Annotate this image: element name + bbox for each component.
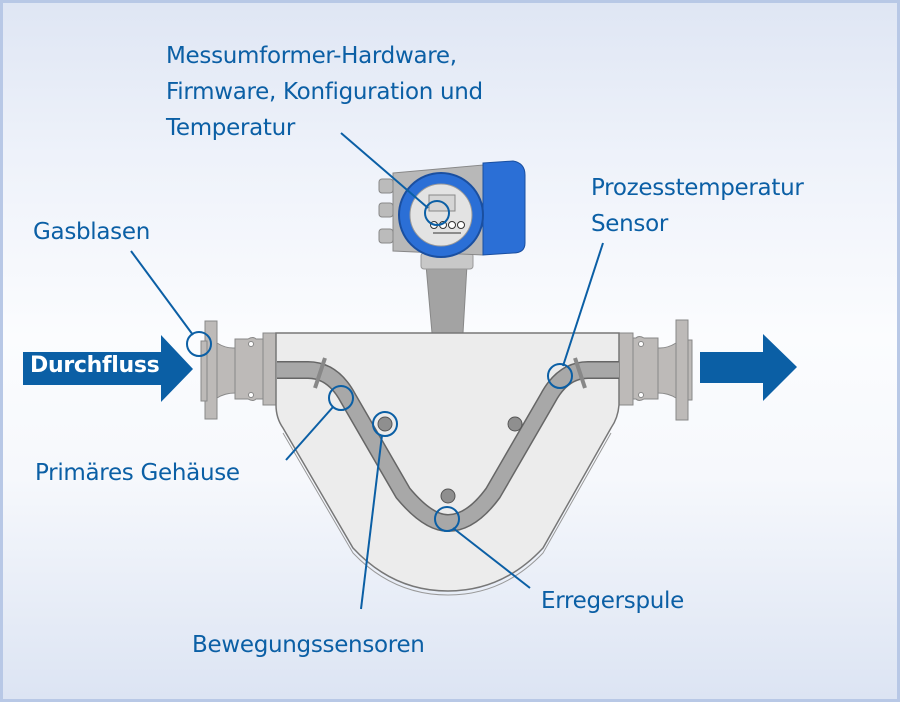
inlet-flange: [200, 320, 278, 420]
label-process-temp-line2: Sensor: [591, 211, 669, 237]
outlet-flange: [618, 319, 693, 421]
label-motion-sensors: Bewegungssensoren: [192, 632, 425, 658]
inflow-arrow: [23, 335, 193, 402]
outflow-arrow: [700, 334, 797, 401]
flow-label: Durchfluss: [30, 353, 160, 378]
flowmeter-illustration: [23, 132, 797, 610]
motion-sensor-left: [377, 416, 393, 432]
motion-sensor-right: [507, 416, 523, 432]
label-transmitter-line2: Firmware, Konfiguration und: [166, 79, 483, 105]
label-primary-housing: Primäres Gehäuse: [35, 460, 240, 486]
exciter-coil-dot: [440, 488, 456, 504]
label-process-temp-line1: Prozesstemperatur: [591, 175, 804, 201]
transmitter-neck: [425, 264, 468, 334]
callouts: [130, 132, 604, 610]
transmitter-head: [378, 160, 526, 258]
label-transmitter-line1: Messumformer-Hardware,: [166, 43, 457, 69]
label-transmitter-line3: Temperatur: [166, 115, 296, 141]
label-gas-bubbles: Gasblasen: [33, 219, 150, 245]
primary-housing: [275, 332, 620, 592]
label-exciter-coil: Erregerspule: [541, 588, 684, 614]
